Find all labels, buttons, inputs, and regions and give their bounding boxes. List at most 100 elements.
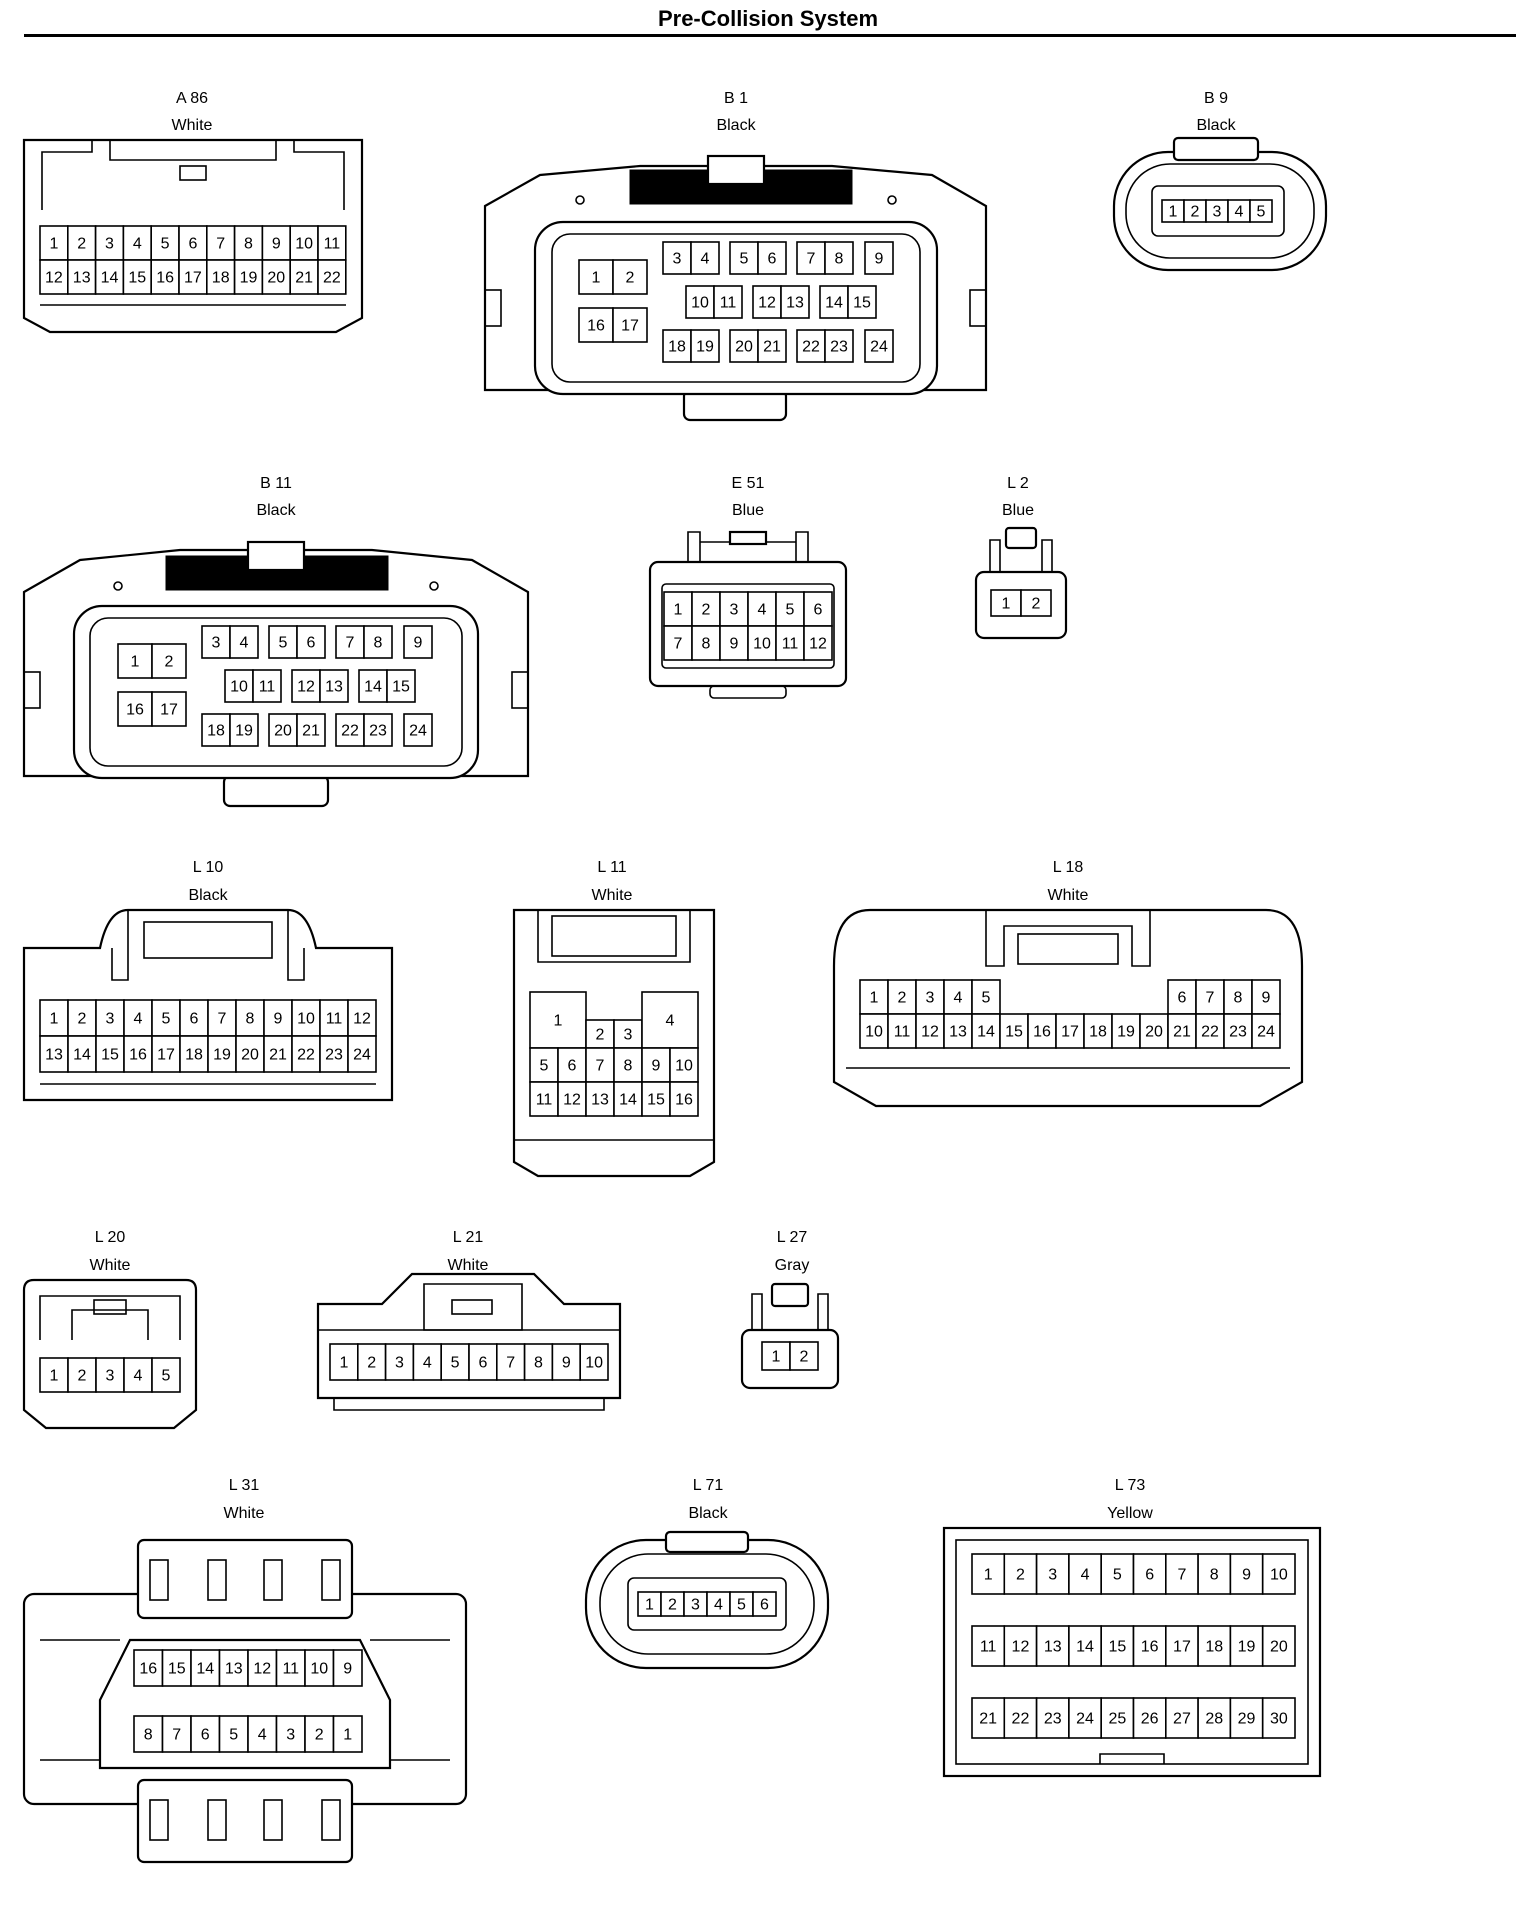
latch-button	[246, 540, 306, 572]
pin-number: 9	[414, 635, 423, 652]
pin-number: 3	[691, 1597, 700, 1614]
pin-number: 11	[980, 1639, 997, 1656]
lock-tab	[1017, 933, 1119, 965]
pin-number: 1	[49, 236, 58, 253]
latch-slot	[207, 1799, 227, 1841]
pin-window	[627, 1577, 787, 1631]
pin-cell	[356, 1343, 387, 1381]
pin-cell	[317, 225, 347, 261]
connector-color-label: Black	[716, 117, 756, 134]
connector-color-label: White	[172, 117, 213, 134]
connector-face-inner	[551, 233, 921, 383]
pin-number: 5	[982, 990, 991, 1007]
pin-number: 4	[240, 635, 249, 652]
pin-cell	[161, 1715, 192, 1753]
pin-cell	[95, 999, 125, 1037]
latch-frame	[989, 539, 1053, 572]
connector-outline	[40, 1639, 450, 1761]
pin-cell	[585, 1081, 615, 1117]
pin-number: 9	[652, 1058, 661, 1075]
latch-slot	[149, 1799, 169, 1841]
pin-number: 1	[1002, 596, 1011, 613]
pin-cell	[95, 1035, 125, 1073]
pin-number: 11	[282, 1661, 299, 1678]
pin-cell	[67, 1035, 97, 1073]
connector-color-label: White	[592, 887, 633, 904]
pin-number: 1	[50, 1368, 59, 1385]
pin-number: 5	[229, 1727, 238, 1744]
pin-number: 11	[782, 636, 799, 653]
latch-slot	[207, 1559, 227, 1601]
pin-cell	[363, 625, 393, 659]
pin-number: 19	[240, 270, 258, 287]
connector-color-label: White	[90, 1257, 131, 1274]
connector-color-label: Black	[256, 502, 296, 519]
pin-number: 9	[343, 1661, 352, 1678]
pin-number: 2	[668, 1597, 677, 1614]
pin-number: 17	[1173, 1639, 1191, 1656]
pin-number: 13	[1044, 1639, 1062, 1656]
connector-code-label: L 71	[693, 1477, 724, 1494]
pin-number: 3	[926, 990, 935, 1007]
pin-cell	[780, 285, 810, 319]
pin-cell	[233, 259, 264, 295]
pin-cell	[990, 589, 1022, 617]
pin-cell	[1111, 1013, 1141, 1049]
pin-number: 14	[825, 295, 843, 312]
pin-cell	[669, 1081, 699, 1117]
pin-number: 4	[714, 1597, 723, 1614]
pin-number: 12	[758, 295, 776, 312]
pin-cell	[529, 1047, 559, 1083]
pin-number: 15	[853, 295, 871, 312]
pin-number: 7	[346, 635, 355, 652]
pin-number: 9	[1262, 990, 1271, 1007]
pin-cell	[39, 1357, 69, 1393]
pin-cell	[291, 1035, 321, 1073]
pin-number: 24	[409, 723, 427, 740]
pin-number: 2	[1016, 1567, 1025, 1584]
pin-cell	[1165, 1697, 1199, 1739]
mount-hole	[113, 581, 123, 591]
pin-number: 3	[286, 1727, 295, 1744]
pin-number: 12	[809, 636, 827, 653]
connector-outline	[39, 1295, 181, 1340]
pin-number: 2	[898, 990, 907, 1007]
connector-color-label: White	[1048, 887, 1089, 904]
latch-slot	[321, 1799, 341, 1841]
side-clip	[511, 671, 529, 709]
pin-cell	[662, 329, 692, 363]
pin-cell	[190, 1649, 221, 1687]
pin-number: 30	[1270, 1711, 1288, 1728]
pin-number: 9	[875, 251, 884, 268]
pin-cell	[999, 1013, 1029, 1049]
pin-cell	[1035, 1553, 1070, 1595]
pin-number: 3	[730, 602, 739, 619]
pin-number: 6	[814, 602, 823, 619]
connector-code-label: B 1	[724, 90, 748, 107]
pin-number: 16	[139, 1661, 157, 1678]
pin-cell	[201, 625, 231, 659]
connector-code-label: A 86	[176, 90, 208, 107]
pin-number: 5	[740, 251, 749, 268]
pin-cell	[713, 285, 743, 319]
pin-cell	[229, 625, 259, 659]
pin-number: 1	[772, 1349, 781, 1366]
pin-number: 10	[865, 1024, 883, 1041]
pin-number: 16	[587, 318, 605, 335]
pin-number: 10	[230, 679, 248, 696]
connector-code-label: L 10	[193, 859, 224, 876]
connector-code-label: L 27	[777, 1229, 808, 1246]
pin-number: 2	[1032, 596, 1041, 613]
pin-number: 25	[1108, 1711, 1126, 1728]
connector-outline	[985, 910, 1151, 967]
pin-number: 12	[297, 679, 315, 696]
lock-tab	[770, 1282, 810, 1308]
pin-cell	[386, 669, 416, 703]
pin-cell	[803, 625, 833, 661]
